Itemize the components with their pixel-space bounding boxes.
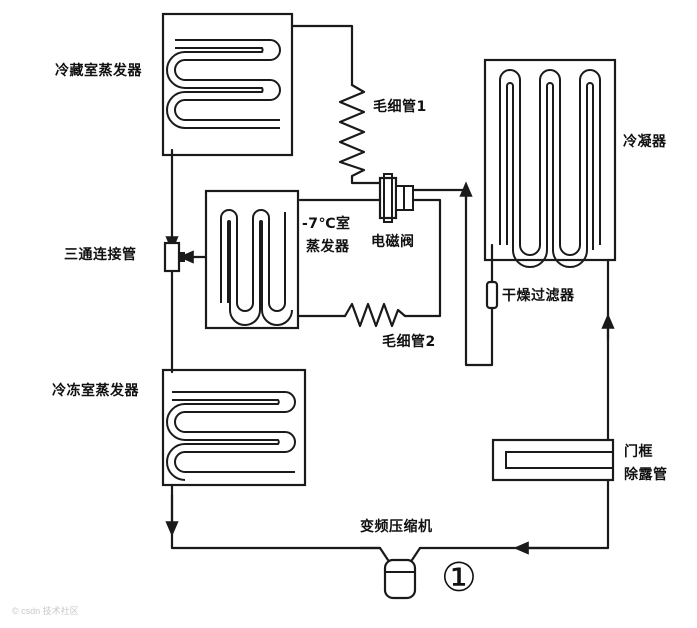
solenoid-valve — [378, 173, 414, 223]
watermark: © csdn 技术社区 — [12, 606, 79, 616]
minus7-evaporator — [204, 189, 300, 330]
dryer-filter — [485, 280, 499, 310]
door-frame-label: 门框 — [624, 444, 653, 460]
minus7-room-label: -7℃室 — [302, 216, 351, 232]
minus7-evaporator-label: 蒸发器 — [306, 239, 350, 255]
compressor-label: 变频压缩机 — [360, 519, 433, 535]
freezer-evaporator — [161, 368, 307, 487]
condenser — [483, 58, 617, 268]
piping — [165, 24, 615, 555]
tee-connector-label: 三通连接管 — [64, 247, 137, 263]
door-frame-anti-dew-pipe — [491, 438, 615, 482]
dryer-filter-label: 干燥过滤器 — [502, 288, 575, 304]
capillary-1-coil — [338, 83, 382, 185]
fridge-evaporator-label: 冷藏室蒸发器 — [55, 63, 142, 79]
tee-connector — [163, 241, 185, 273]
anti-dew-pipe-label: 除露管 — [624, 467, 668, 483]
condenser-label: 冷凝器 — [623, 134, 667, 150]
solenoid-valve-label: 电磁阀 — [371, 234, 415, 250]
inverter-compressor-symbol — [358, 546, 422, 600]
figure-number: ① — [441, 555, 477, 601]
capillary-1-label: 毛细管1 — [373, 99, 427, 115]
fridge-evaporator — [161, 12, 294, 157]
freezer-evaporator-label: 冷冻室蒸发器 — [52, 383, 139, 399]
capillary-2-coil — [343, 198, 442, 328]
capillary-2-label: 毛细管2 — [382, 334, 436, 350]
